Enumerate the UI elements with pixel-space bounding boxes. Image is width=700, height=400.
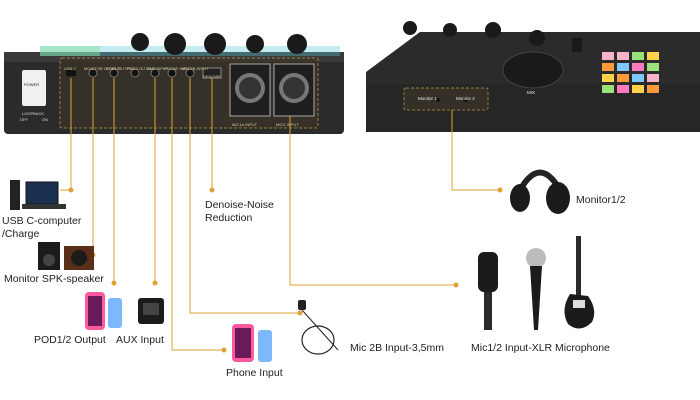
headphones-icon <box>510 169 570 214</box>
usb-c-port-label: USB C <box>64 66 77 71</box>
mic12-input-label: Mic1/2 Input-XLR Microphone <box>471 342 610 354</box>
xlr-mics-icon <box>478 248 546 330</box>
rear-device <box>4 33 344 134</box>
loopback-label: LOOPBACK <box>22 111 45 116</box>
monitor2-port-label: Monitor 2 <box>456 96 475 101</box>
aux-input-label: AUX Input <box>116 334 164 346</box>
phones-pod-icon <box>85 292 122 330</box>
usb-label-line2: /Charge <box>2 228 40 240</box>
pod2-port-label: POD2 OUTPUT <box>127 66 156 71</box>
mic1a-port-label: MIC1A INPUT <box>232 122 258 127</box>
pod1-port-label: POD1 OUTPUT <box>106 66 135 71</box>
power-label: POWER <box>24 82 40 87</box>
guitar-icon <box>564 236 595 329</box>
mic2a-port-label: MIC2 INPUT <box>276 122 299 127</box>
off-label: OFF <box>20 117 28 122</box>
monitor-label: Monitor1/2 <box>576 194 626 206</box>
aux-device-icon <box>138 298 164 324</box>
mic2b-port-label: MIC 2B INPUT <box>182 66 209 71</box>
wires <box>60 78 503 353</box>
denoise-label-line2: Reduction <box>205 212 253 224</box>
phone-input-label: Phone Input <box>226 367 283 379</box>
on-label: ON <box>42 117 48 122</box>
phone-port-label: PHONE INPUT <box>164 66 192 71</box>
mix-label: MIX <box>527 90 536 95</box>
denoise-label-line1: Denoise-Noise <box>205 199 274 211</box>
computer-icon <box>10 180 66 210</box>
phone-input-icon <box>232 324 272 362</box>
monitor1-port-label: Monitor 1 <box>418 96 437 101</box>
denoise-port-label: DENOISE <box>203 74 222 79</box>
pod-output-label: POD1/2 Output <box>34 334 106 346</box>
usb-label-line1: USB C-computer <box>2 215 82 227</box>
monitor-port-label: MONITOR OUTPUT <box>84 66 121 71</box>
lavalier-mic-icon <box>298 300 339 355</box>
speaker-icon <box>38 242 94 270</box>
speaker-label: Monitor SPK-speaker <box>4 273 104 285</box>
mic2b-input-label: Mic 2B Input-3,5mm <box>350 342 444 354</box>
front-device <box>366 21 700 132</box>
aux-port-label: AUX INPUT <box>147 66 169 71</box>
